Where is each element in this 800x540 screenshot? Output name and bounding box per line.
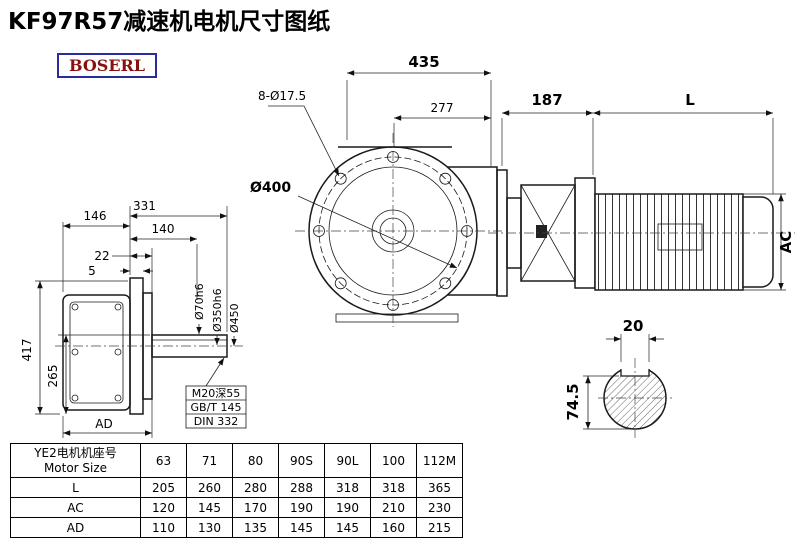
dim-140: 140 <box>152 222 175 236</box>
cell: 145 <box>324 517 371 538</box>
table-header-motor-size: YE2电机机座号 Motor Size <box>10 443 141 478</box>
cell: 280 <box>232 477 279 498</box>
bolt-hole <box>313 225 325 237</box>
dim-AD: AD <box>95 417 112 431</box>
size-col: 71 <box>186 443 233 478</box>
size-col: 90L <box>324 443 371 478</box>
cell: 110 <box>140 517 187 538</box>
dim-motor-width: AC <box>777 231 795 254</box>
note-box <box>185 385 247 429</box>
cell: 120 <box>140 497 187 518</box>
cell: 145 <box>186 497 233 518</box>
dim-265: 265 <box>46 365 60 388</box>
dim-331: 331 <box>133 199 156 213</box>
dim-bolt-circle-dia: Ø400 <box>250 180 291 196</box>
size-col: 80 <box>232 443 279 478</box>
shaft-end <box>536 225 547 238</box>
dim-adapter-length: 187 <box>531 91 562 109</box>
note-tap: M20深55 <box>192 387 241 400</box>
size-col: 63 <box>140 443 187 478</box>
cell: 260 <box>186 477 233 498</box>
row-label: AC <box>10 497 141 518</box>
dim-front-overall-width: 435 <box>408 53 439 71</box>
dim-key-width: 20 <box>623 317 644 335</box>
dim-bolt-holes-note: 8-Ø17.5 <box>258 89 306 103</box>
cell: 145 <box>278 517 325 538</box>
cell: 365 <box>416 477 463 498</box>
cell: 130 <box>186 517 233 538</box>
logo-text: BOSERL <box>69 56 146 75</box>
cell: 230 <box>416 497 463 518</box>
row-label: AD <box>10 517 141 538</box>
page-title: KF97R57减速机电机尺寸图纸 <box>8 9 331 35</box>
cell: 190 <box>278 497 325 518</box>
bolt-hole <box>387 151 399 163</box>
table-header-cn: YE2电机机座号 <box>34 445 117 460</box>
front-view: 435 277 8-Ø17.5 Ø400 <box>250 53 502 327</box>
bolt-hole <box>387 299 399 311</box>
cell: 205 <box>140 477 187 498</box>
dim-key-height: 74.5 <box>564 383 582 420</box>
motor-body <box>594 193 744 291</box>
bolt-hole <box>439 172 452 185</box>
side-view: 187 L AC <box>488 91 795 297</box>
dim-shaft-dia: Ø70h6 <box>193 283 206 320</box>
dim-417: 417 <box>20 339 34 362</box>
motor-size-table: YE2电机机座号 Motor Size 63 71 80 90S 90L 100… <box>10 443 463 538</box>
shaft-section: 20 74.5 <box>564 317 672 438</box>
dim-5: 5 <box>88 264 96 278</box>
note-din-standard: DIN 332 <box>194 415 238 428</box>
cell: 318 <box>370 477 417 498</box>
dim-motor-length: L <box>685 91 695 109</box>
cell: 210 <box>370 497 417 518</box>
dim-22: 22 <box>94 249 109 263</box>
dim-flange-dia: Ø450 <box>228 303 241 333</box>
nameplate <box>657 223 703 251</box>
cell: 215 <box>416 517 463 538</box>
bolt-hole <box>439 277 452 290</box>
size-col: 90S <box>278 443 325 478</box>
cell: 170 <box>232 497 279 518</box>
row-label: L <box>10 477 141 498</box>
dim-front-flange-offset: 277 <box>431 101 454 115</box>
bolt-hole <box>334 277 347 290</box>
dim-146: 146 <box>84 209 107 223</box>
table-row-L: L 205 260 280 288 318 318 365 <box>10 477 463 498</box>
cell: 160 <box>370 517 417 538</box>
size-col: 100 <box>370 443 417 478</box>
cell: 190 <box>324 497 371 518</box>
cell: 288 <box>278 477 325 498</box>
fan-cowl <box>742 196 774 288</box>
dim-spigot-dia: Ø350h6 <box>211 288 224 332</box>
table-row-AD: AD 110 130 135 145 145 160 215 <box>10 517 463 538</box>
table-header-en: Motor Size <box>43 460 108 475</box>
note-gb-standard: GB/T 145 <box>191 401 242 414</box>
size-col: 112M <box>416 443 463 478</box>
boserl-logo: BOSERL <box>57 53 158 78</box>
bolt-hole <box>334 172 347 185</box>
bolt-hole <box>461 225 473 237</box>
cell: 135 <box>232 517 279 538</box>
left-view: 146 331 140 22 5 417 265 AD Ø70h6 Ø350h6… <box>20 199 247 438</box>
cell: 318 <box>324 477 371 498</box>
table-row-AC: AC 120 145 170 190 190 210 230 <box>10 497 463 518</box>
